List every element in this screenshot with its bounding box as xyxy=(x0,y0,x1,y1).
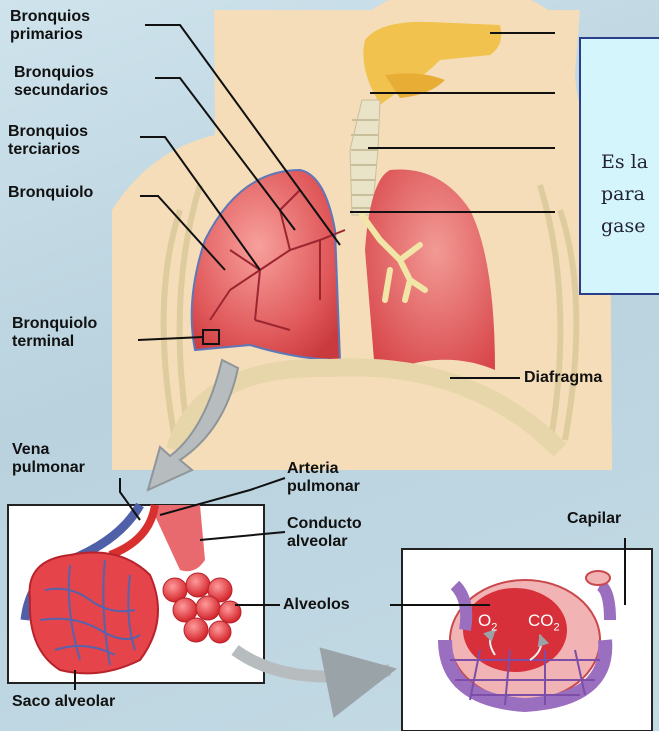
label-bronquios-terciarios: Bronquios terciarios xyxy=(8,123,88,159)
note-line-2: para xyxy=(601,178,659,210)
gas-o2: O2 xyxy=(478,612,497,636)
label-conducto-alveolar: Conducto alveolar xyxy=(287,515,362,551)
capillary-opening xyxy=(586,571,610,585)
label-alveolos: Alveolos xyxy=(283,596,350,614)
label-bronquiolo-terminal: Bronquiolo terminal xyxy=(12,315,97,351)
label-arteria-pulmonar: Arteria pulmonar xyxy=(287,460,360,496)
gas-co2-symbol: CO xyxy=(528,611,554,630)
info-note-box: Es la para gase xyxy=(579,37,659,295)
label-diafragma: Diafragma xyxy=(524,369,602,387)
gas-co2-subscript: 2 xyxy=(554,621,560,633)
label-capilar: Capilar xyxy=(567,510,621,528)
note-line-1: Es la xyxy=(601,146,659,178)
gas-o2-symbol: O xyxy=(478,611,491,630)
label-vena-pulmonar: Vena pulmonar xyxy=(12,441,85,477)
gas-co2: CO2 xyxy=(528,612,560,636)
label-bronquiolo: Bronquiolo xyxy=(8,184,93,202)
label-bronquios-secundarios: Bronquios secundarios xyxy=(14,64,108,100)
gas-o2-subscript: 2 xyxy=(491,621,497,633)
note-line-3: gase xyxy=(601,210,659,242)
label-bronquios-primarios: Bronquios primarios xyxy=(10,8,90,44)
alveolar-sac xyxy=(30,553,159,674)
label-saco-alveolar: Saco alveolar xyxy=(12,693,115,711)
